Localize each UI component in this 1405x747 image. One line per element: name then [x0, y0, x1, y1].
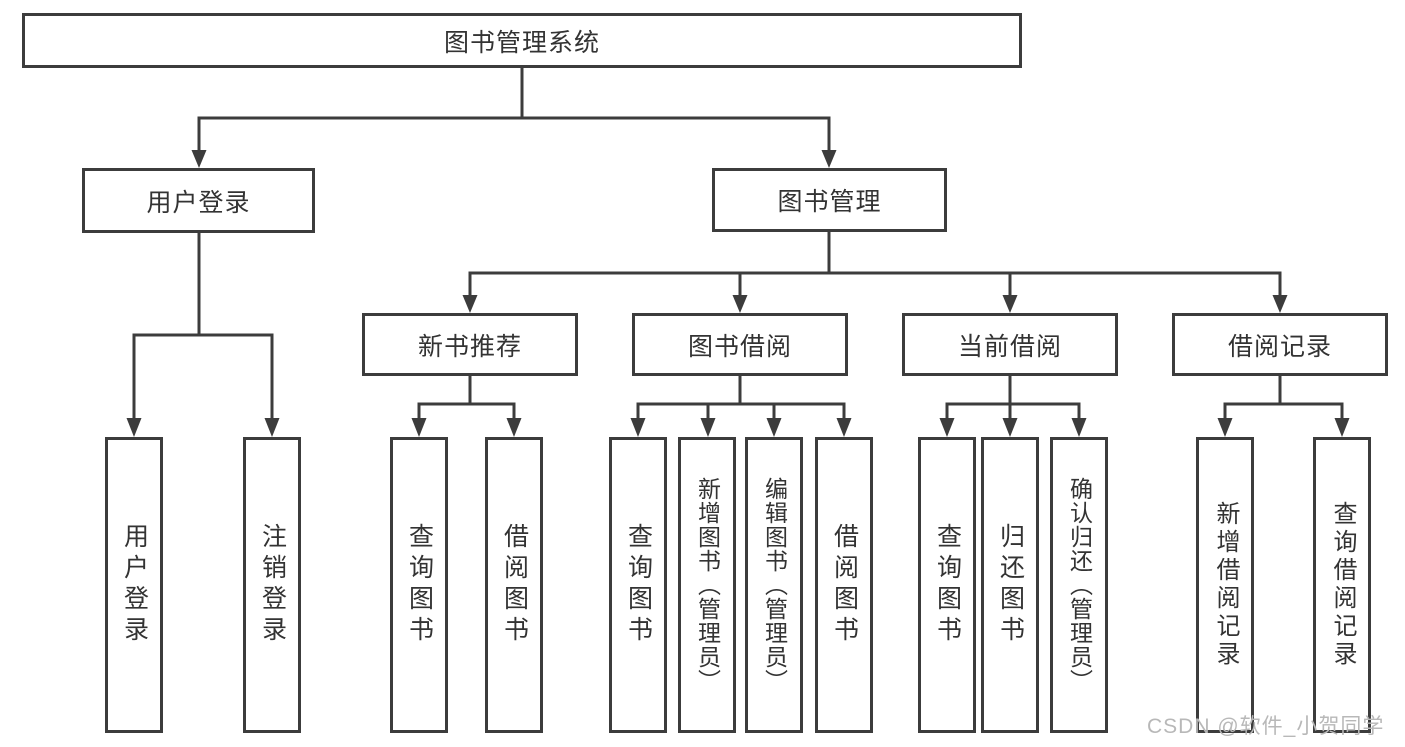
connector-user-login-to-leaves	[126, 231, 280, 437]
node-root-system: 图书管理系统	[22, 13, 1022, 68]
arrowhead-icon	[1217, 418, 1233, 437]
leaf-query-books-borrow: 查询图书	[609, 437, 667, 733]
node-label: 注销登录	[258, 523, 287, 647]
node-book-management: 图书管理	[712, 168, 947, 232]
node-book-borrow: 图书借阅	[632, 313, 848, 376]
arrowhead-icon	[126, 418, 142, 437]
node-label: 借阅记录	[1227, 332, 1332, 361]
node-label: 借阅图书	[500, 523, 529, 647]
node-label: 新增图书（管理员）	[694, 477, 721, 693]
node-new-book-recommend: 新书推荐	[362, 313, 578, 376]
connector-current-borrow-to-leaves	[939, 374, 1087, 437]
arrowhead-icon	[1002, 295, 1018, 313]
arrowhead-icon	[264, 418, 280, 437]
node-label: 图书管理	[777, 188, 882, 216]
arrowhead-icon	[836, 418, 852, 437]
arrowhead-icon	[462, 295, 478, 313]
node-label: 图书管理系统	[443, 28, 600, 57]
node-label: 图书借阅	[687, 332, 792, 361]
leaf-query-books-current: 查询图书	[918, 437, 976, 733]
leaf-add-borrow-record: 新增借阅记录	[1196, 437, 1254, 733]
leaf-borrow-books: 借阅图书	[815, 437, 873, 733]
node-label: 当前借阅	[957, 332, 1062, 361]
connector-borrow-records-to-leaves	[1217, 374, 1350, 437]
leaf-user-login: 用户登录	[105, 437, 163, 733]
arrowhead-icon	[732, 295, 748, 313]
connector-book-management-to-level3	[462, 230, 1288, 313]
arrowhead-icon	[1334, 418, 1350, 437]
arrowhead-icon	[1071, 418, 1087, 437]
node-current-borrow: 当前借阅	[902, 313, 1118, 376]
node-label: 查询图书	[405, 523, 434, 647]
leaf-query-books-recommend: 查询图书	[390, 437, 448, 733]
leaf-add-books-admin: 新增图书（管理员）	[678, 437, 736, 733]
node-label: 确认归还（管理员）	[1066, 477, 1093, 693]
arrowhead-icon	[766, 418, 782, 437]
node-label: 用户登录	[146, 188, 251, 217]
leaf-return-books: 归还图书	[981, 437, 1039, 733]
arrowhead-icon	[411, 418, 427, 437]
node-label: 新书推荐	[417, 332, 522, 361]
leaf-logout: 注销登录	[243, 437, 301, 733]
node-label: 新增借阅记录	[1212, 501, 1239, 669]
csdn-watermark: CSDN @软件_小贺同学	[1147, 715, 1385, 738]
arrowhead-icon	[506, 418, 522, 437]
arrowhead-icon	[1272, 295, 1288, 313]
leaf-edit-books-admin: 编辑图书（管理员）	[745, 437, 803, 733]
node-label: 查询图书	[933, 523, 962, 647]
leaf-query-borrow-record: 查询借阅记录	[1313, 437, 1371, 733]
arrowhead-icon	[191, 150, 207, 168]
node-label: 用户登录	[120, 523, 149, 647]
node-label: 查询借阅记录	[1329, 501, 1356, 669]
leaf-confirm-return-admin: 确认归还（管理员）	[1050, 437, 1108, 733]
arrowhead-icon	[939, 418, 955, 437]
arrowhead-icon	[1002, 418, 1018, 437]
node-label: 编辑图书（管理员）	[761, 477, 788, 693]
connector-root-to-level2	[191, 66, 837, 168]
node-label: 借阅图书	[830, 523, 859, 647]
node-label: 归还图书	[996, 523, 1025, 647]
connector-book-borrow-to-leaves	[630, 374, 852, 437]
node-user-login: 用户登录	[82, 168, 315, 233]
node-borrow-records: 借阅记录	[1172, 313, 1388, 376]
arrowhead-icon	[821, 150, 837, 168]
connector-new-book-recommend-to-leaves	[411, 374, 522, 437]
node-label: 查询图书	[624, 523, 653, 647]
arrowhead-icon	[700, 418, 716, 437]
arrowhead-icon	[630, 418, 646, 437]
leaf-borrow-books-recommend: 借阅图书	[485, 437, 543, 733]
